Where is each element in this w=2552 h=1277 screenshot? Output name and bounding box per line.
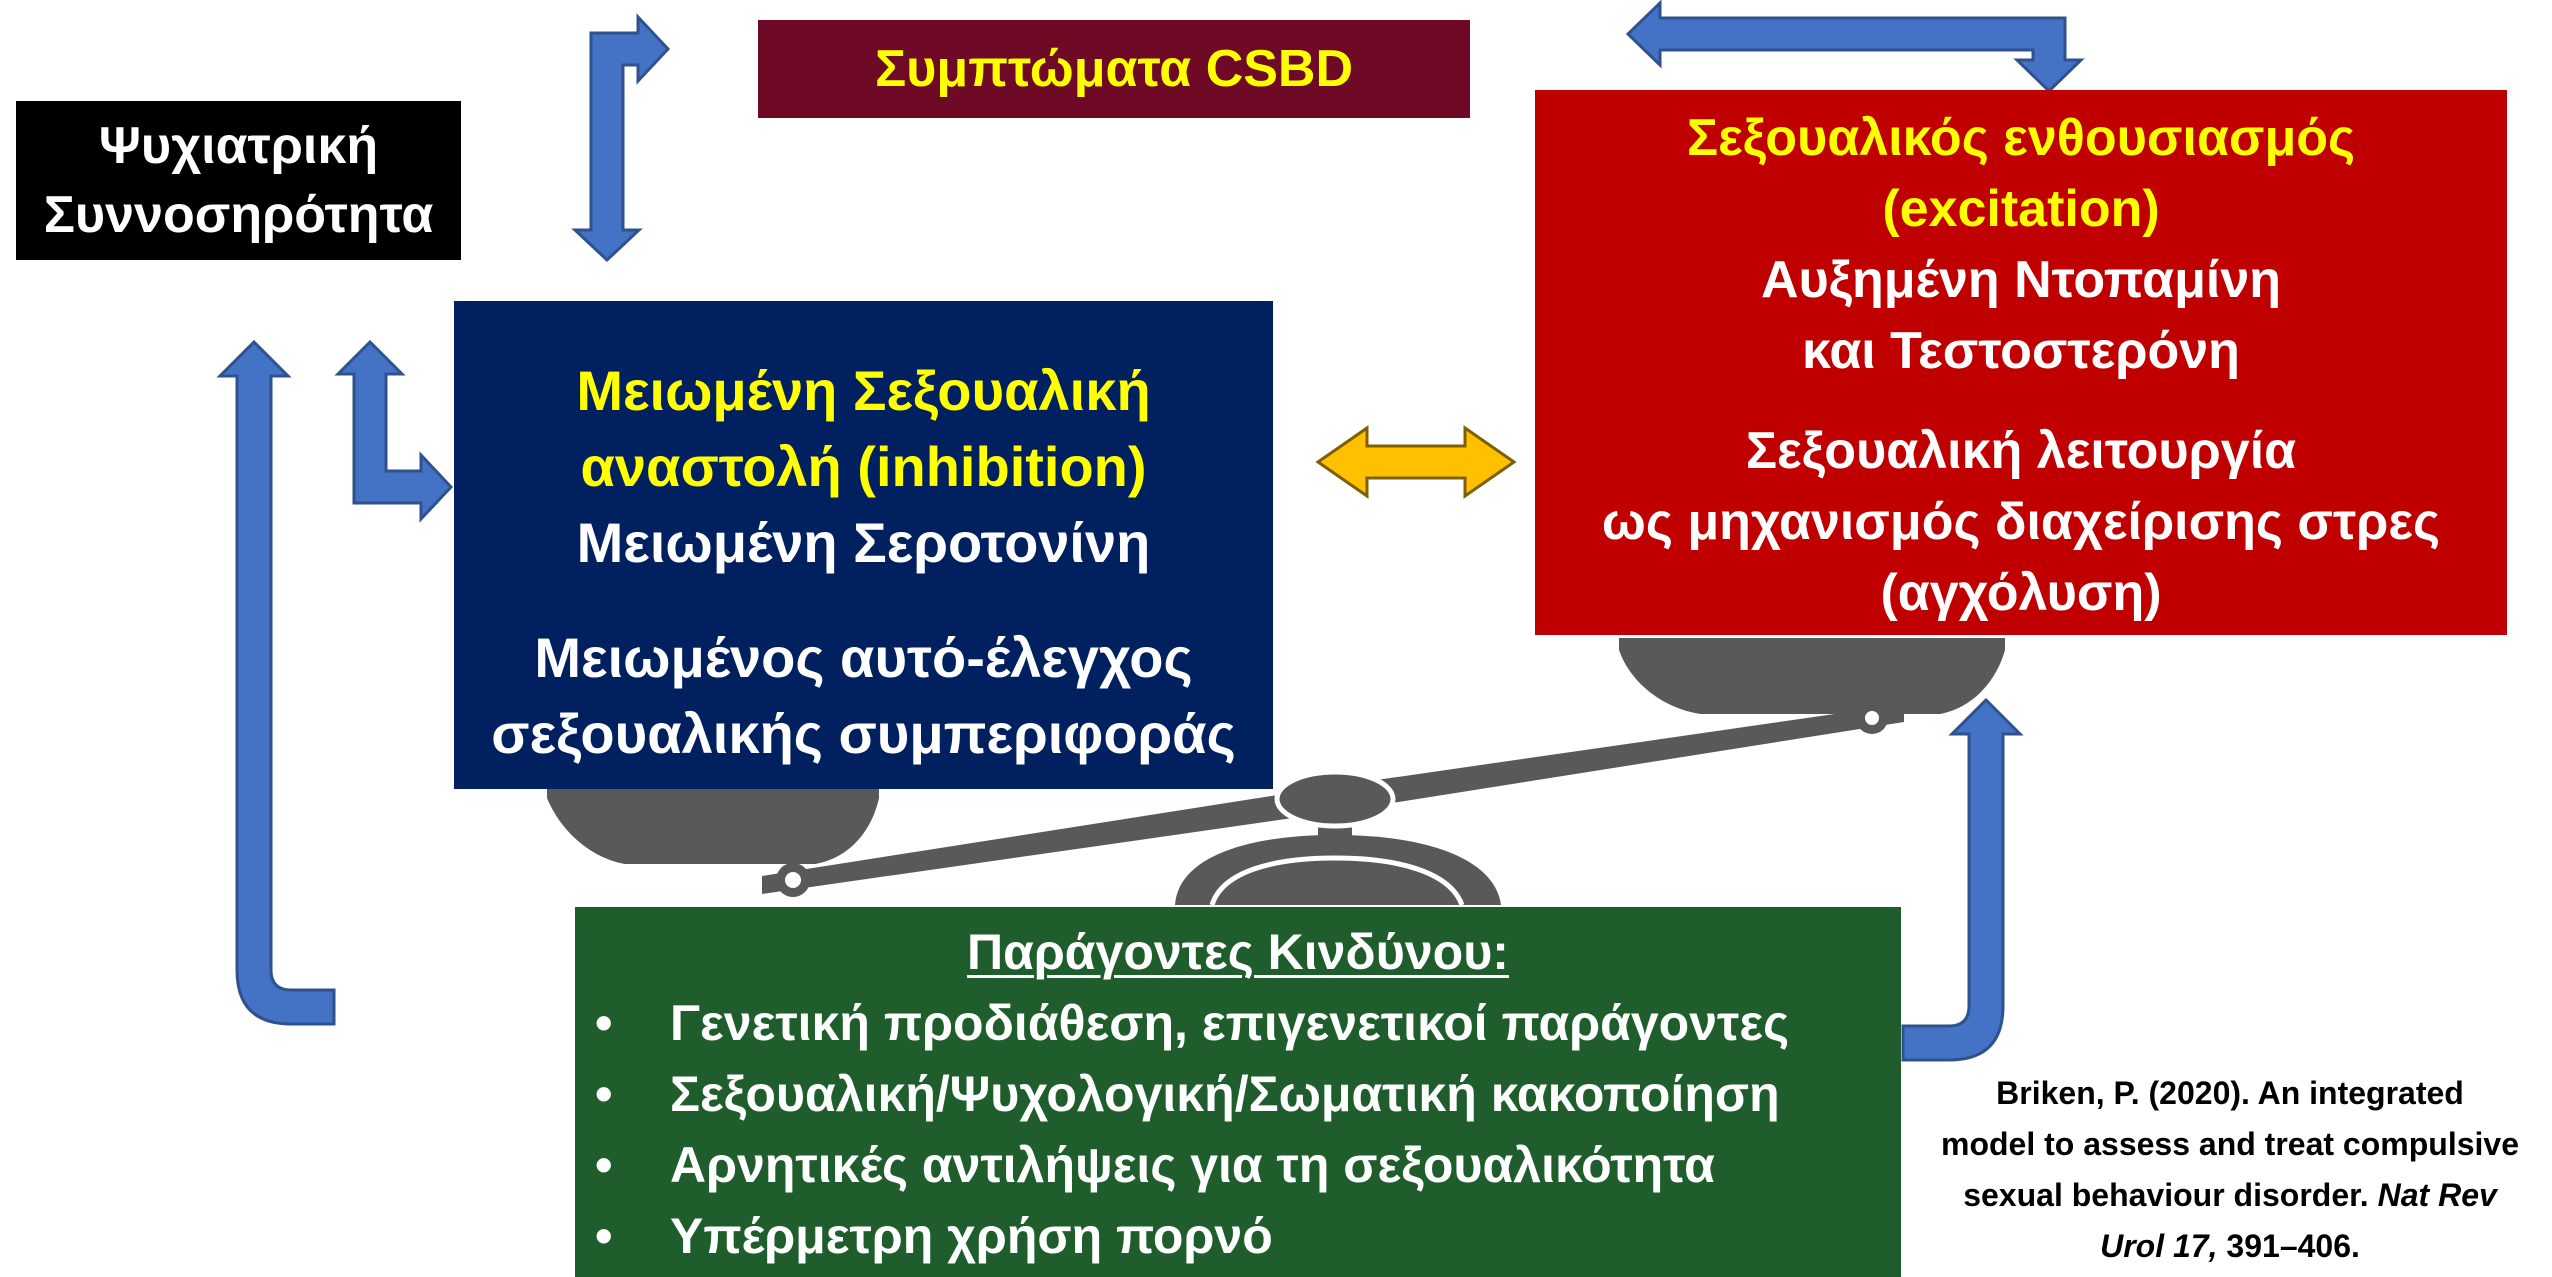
citation-line-3: sexual behaviour disorder.Nat Rev — [1912, 1170, 2548, 1221]
inhibition-line-5: σεξουαλικής συμπεριφοράς — [491, 702, 1236, 765]
inhibition-group-1: Μειωμένη Σεξουαλική αναστολή (inhibition… — [454, 353, 1273, 581]
excitation-line-7: (αγχόλυση) — [1880, 564, 2162, 622]
right-pan — [1619, 638, 2005, 714]
left-pan — [547, 786, 879, 864]
scale-base — [1175, 835, 1501, 905]
bullet-icon: • — [595, 1137, 613, 1193]
risk-factors-title: Παράγοντες Κινδύνου: — [967, 924, 1509, 980]
inhibition-line-1: Μειωμένη Σεξουαλική — [576, 359, 1151, 422]
comorbidity-box: Ψυχιατρική Συννοσηρότητα — [16, 101, 461, 260]
right-beam-ring-hole — [1865, 711, 1879, 725]
risk-factor-text: Αρνητικές αντιλήψεις για τη σεξουαλικότη… — [670, 1137, 1715, 1193]
list-item: • Σεξουαλική/Ψυχολογική/Σωματική κακοποί… — [575, 1059, 1901, 1130]
citation-pages: 391–406. — [2226, 1228, 2360, 1264]
arrow-risk-to-excitation — [1901, 697, 2024, 1062]
citation-journal-part-2: Urol 17, — [2100, 1228, 2218, 1264]
citation-line-2: model to assess and treat compulsive — [1941, 1126, 2519, 1162]
balance-scale-icon — [547, 638, 2005, 906]
inhibition-group-2: Μειωμένος αυτό-έλεγχος σεξουαλικής συμπε… — [454, 620, 1273, 772]
excitation-line-6: ως μηχανισμός διαχείρισης στρες — [1601, 493, 2441, 551]
excitation-line-1: Σεξουαλικός ενθουσιασμός — [1686, 109, 2356, 167]
arrow-inhibition-excitation — [1315, 425, 1517, 499]
inhibition-line-4: Μειωμένος αυτό-έλεγχος — [534, 626, 1193, 689]
risk-factor-text: Γενετική προδιάθεση, επιγενετικοί παράγο… — [670, 995, 1790, 1051]
risk-factor-text: Σεξουαλική/Ψυχολογική/Σωματική κακοποίησ… — [670, 1066, 1780, 1122]
list-item: • Γενετική προδιάθεση, επιγενετικοί παρά… — [575, 988, 1901, 1059]
excitation-line-2: (excitation) — [1882, 180, 2160, 238]
excitation-group-1: Σεξουαλικός ενθουσιασμός (excitation) Αυ… — [1535, 103, 2507, 387]
bullet-icon: • — [595, 1208, 613, 1264]
symptoms-label: Συμπτώματα CSBD — [874, 40, 1354, 98]
comorbidity-line-1: Ψυχιατρική — [98, 116, 379, 175]
list-item: • Υπέρμετρη χρήση πορνό — [575, 1201, 1901, 1272]
risk-factors-box: Παράγοντες Κινδύνου: • Γενετική προδιάθε… — [575, 907, 1901, 1277]
citation-line-3-text: sexual behaviour disorder. — [1963, 1177, 2369, 1213]
arrow-comorbidity-inhibition — [334, 339, 454, 523]
excitation-line-4: και Τεστοστερόνη — [1802, 322, 2240, 380]
bullet-icon: • — [595, 1066, 613, 1122]
left-beam-ring-hole — [785, 872, 801, 888]
comorbidity-line-2: Συννοσηρότητα — [43, 185, 434, 244]
risk-factor-text: Υπέρμετρη χρήση πορνό — [670, 1208, 1273, 1264]
inhibition-box: Μειωμένη Σεξουαλική αναστολή (inhibition… — [454, 301, 1273, 789]
arrow-excitation-symptoms — [1625, 0, 2085, 94]
citation: Briken, P. (2020). An integrated model t… — [1912, 1068, 2548, 1272]
excitation-line-5: Σεξουαλική λειτουργία — [1745, 422, 2297, 480]
arrow-comorbidity-to-symptoms — [571, 13, 671, 263]
excitation-group-2: Σεξουαλική λειτουργία ως μηχανισμός διαχ… — [1535, 416, 2507, 629]
scale-base-highlight — [1209, 855, 1465, 906]
list-item: • Αρνητικές αντιλήψεις για τη σεξουαλικό… — [575, 1130, 1901, 1201]
bullet-icon: • — [595, 995, 613, 1051]
citation-journal-part-1: Nat Rev — [2377, 1177, 2497, 1213]
symptoms-box: Συμπτώματα CSBD — [758, 20, 1470, 118]
arrow-risk-to-comorbidity — [216, 339, 336, 1026]
citation-line-1: Briken, P. (2020). An integrated — [1996, 1075, 2464, 1111]
inhibition-line-3: Μειωμένη Σεροτονίνη — [576, 511, 1151, 574]
inhibition-line-2: αναστολή (inhibition) — [580, 435, 1147, 498]
citation-line-4: Urol 17,391–406. — [1912, 1221, 2548, 1272]
pivot-knob — [1274, 769, 1396, 829]
excitation-box: Σεξουαλικός ενθουσιασμός (excitation) Αυ… — [1535, 90, 2507, 635]
excitation-line-3: Αυξημένη Ντοπαμίνη — [1760, 251, 2282, 309]
